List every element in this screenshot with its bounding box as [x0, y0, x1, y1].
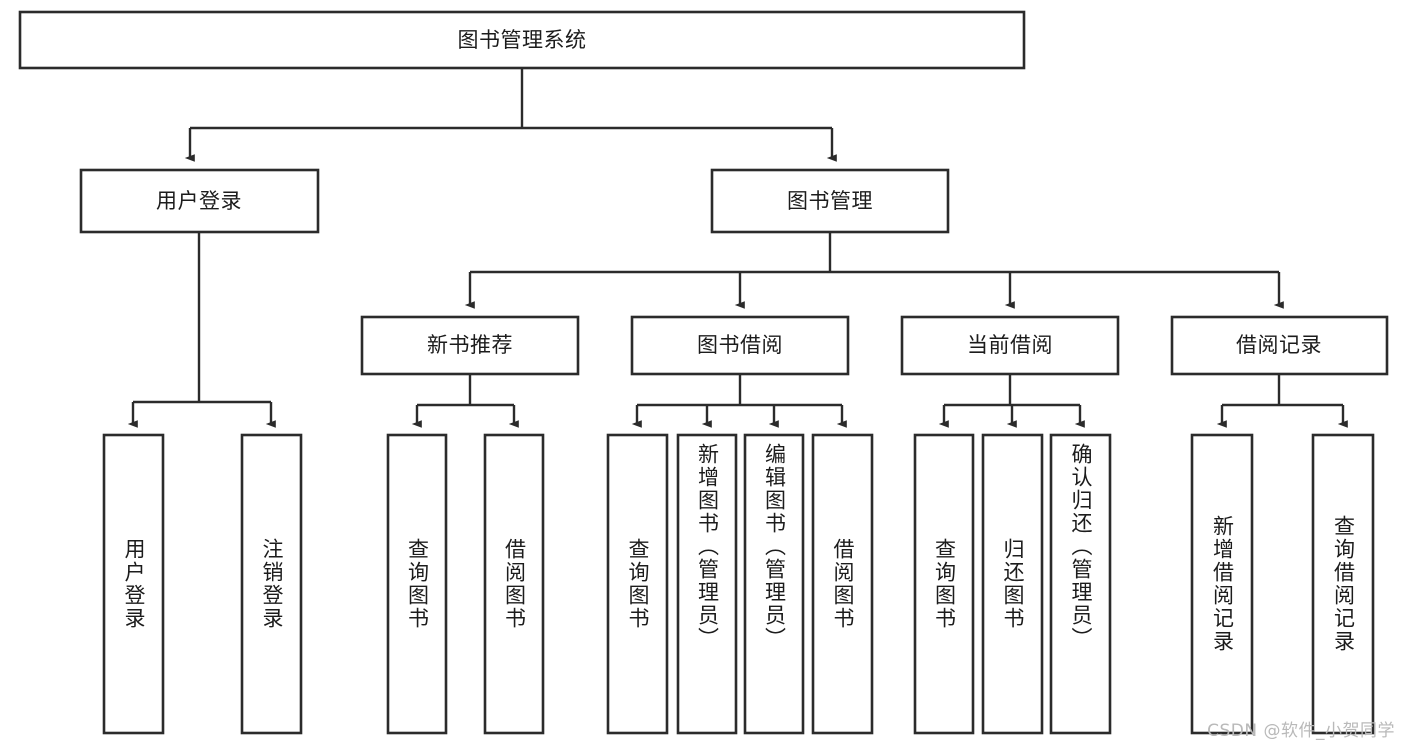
- node-current-borrow[interactable]: 当前借阅: [900, 315, 1120, 376]
- node-book-borrow-label: 图书借阅: [697, 333, 783, 357]
- leaf-box-query-book-2[interactable]: [606, 433, 669, 735]
- node-new-book-recommend-label: 新书推荐: [427, 333, 513, 357]
- edge-bookmanage-stem: [470, 232, 1279, 305]
- node-root[interactable]: 图书管理系统: [18, 10, 1026, 70]
- node-root-label: 图书管理系统: [458, 28, 587, 52]
- edge-bookborrow-stem: [637, 374, 842, 424]
- leaf-box-logout-login[interactable]: [240, 433, 303, 735]
- leaf-box-add-book[interactable]: [676, 433, 738, 735]
- leaf-box-confirm-return[interactable]: [1049, 433, 1112, 735]
- leaf-box-query-book-3[interactable]: [913, 433, 975, 735]
- node-user-login-box[interactable]: [79, 168, 320, 234]
- node-root-box[interactable]: [18, 10, 1026, 70]
- node-book-borrow[interactable]: 图书借阅: [630, 315, 850, 376]
- node-new-book-recommend-box[interactable]: [360, 315, 580, 376]
- edge-root-bus: [190, 68, 832, 158]
- node-book-manage-box[interactable]: [710, 168, 950, 234]
- leaf-boxes-layer: [102, 433, 1375, 735]
- node-borrow-record-label: 借阅记录: [1236, 333, 1322, 357]
- edges-layer: [133, 68, 1348, 424]
- edge-borrowrecord-stem: [1222, 374, 1343, 424]
- node-user-login[interactable]: 用户登录: [79, 168, 320, 234]
- leaf-box-user-login[interactable]: [102, 433, 165, 735]
- node-borrow-record[interactable]: 借阅记录: [1170, 315, 1389, 376]
- node-book-manage[interactable]: 图书管理: [710, 168, 950, 234]
- leaf-box-edit-book[interactable]: [743, 433, 805, 735]
- leaf-box-query-record[interactable]: [1311, 433, 1375, 735]
- csdn-watermark: CSDN @软件_小贺同学: [1207, 721, 1395, 741]
- node-current-borrow-box[interactable]: [900, 315, 1120, 376]
- node-user-login-label: 用户登录: [156, 189, 242, 213]
- node-new-book-recommend[interactable]: 新书推荐: [360, 315, 580, 376]
- edge-recommend-stem: [417, 374, 514, 424]
- leaf-box-borrow-book-1[interactable]: [483, 433, 545, 735]
- node-book-manage-label: 图书管理: [787, 189, 873, 213]
- edge-userlogin-stem: [133, 232, 271, 424]
- leaf-box-query-book-1[interactable]: [386, 433, 448, 735]
- leaf-box-add-record[interactable]: [1190, 433, 1254, 735]
- leaf-box-return-book[interactable]: [981, 433, 1044, 735]
- node-current-borrow-label: 当前借阅: [967, 333, 1053, 357]
- leaf-box-borrow-book-2[interactable]: [811, 433, 874, 735]
- node-borrow-record-box[interactable]: [1170, 315, 1389, 376]
- node-book-borrow-box[interactable]: [630, 315, 850, 376]
